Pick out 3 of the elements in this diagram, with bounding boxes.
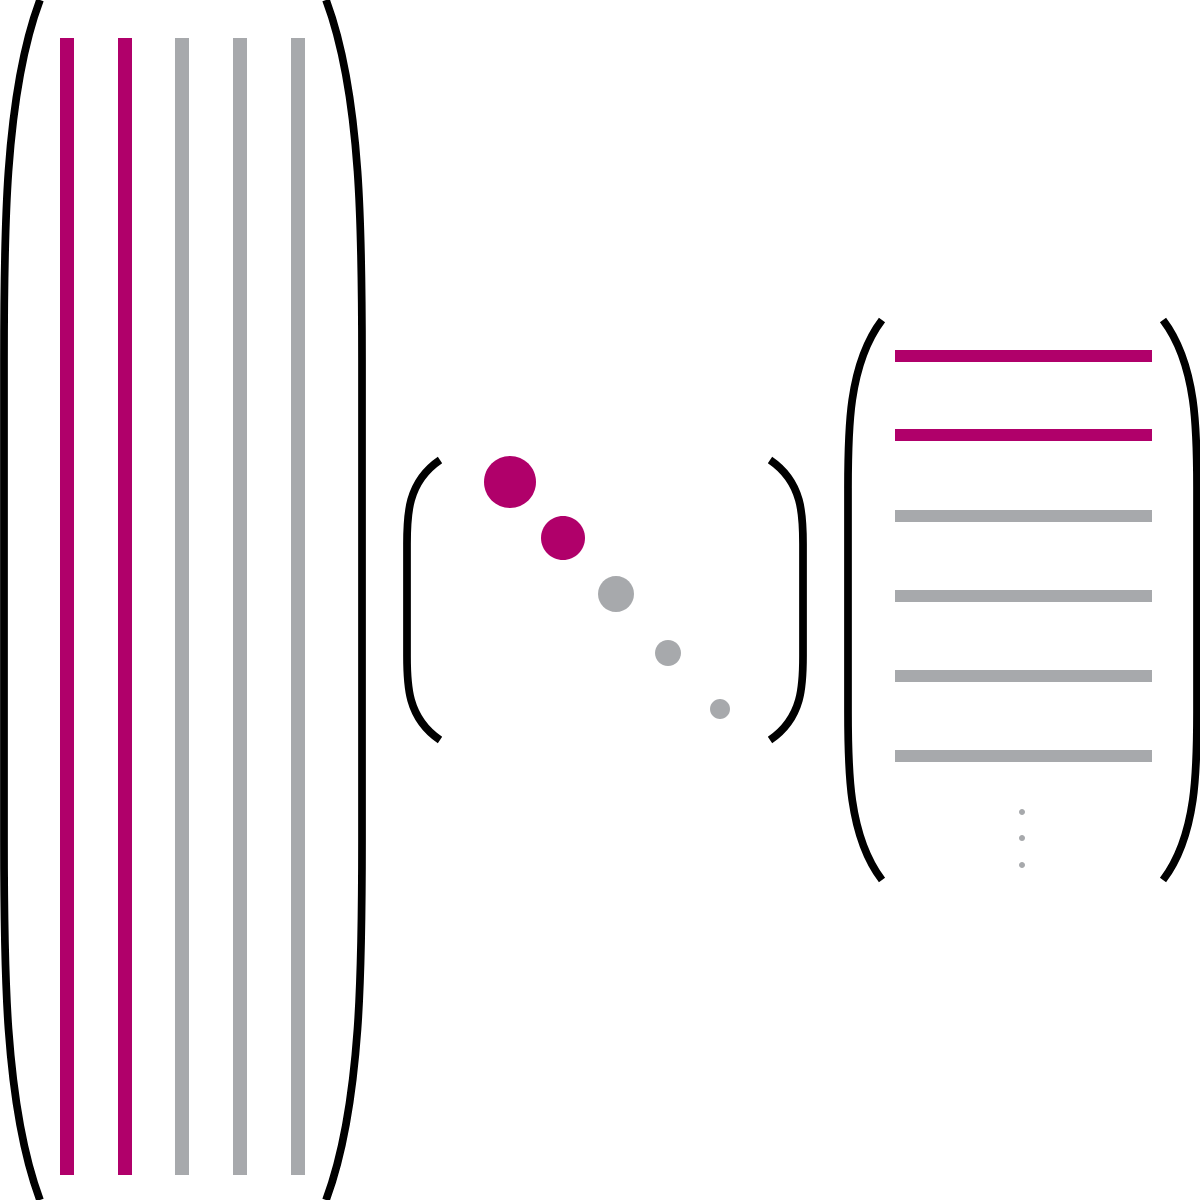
matrix-drawing <box>844 317 1200 883</box>
matrix-drawing <box>403 456 807 744</box>
matrix-drawing <box>0 0 366 1200</box>
